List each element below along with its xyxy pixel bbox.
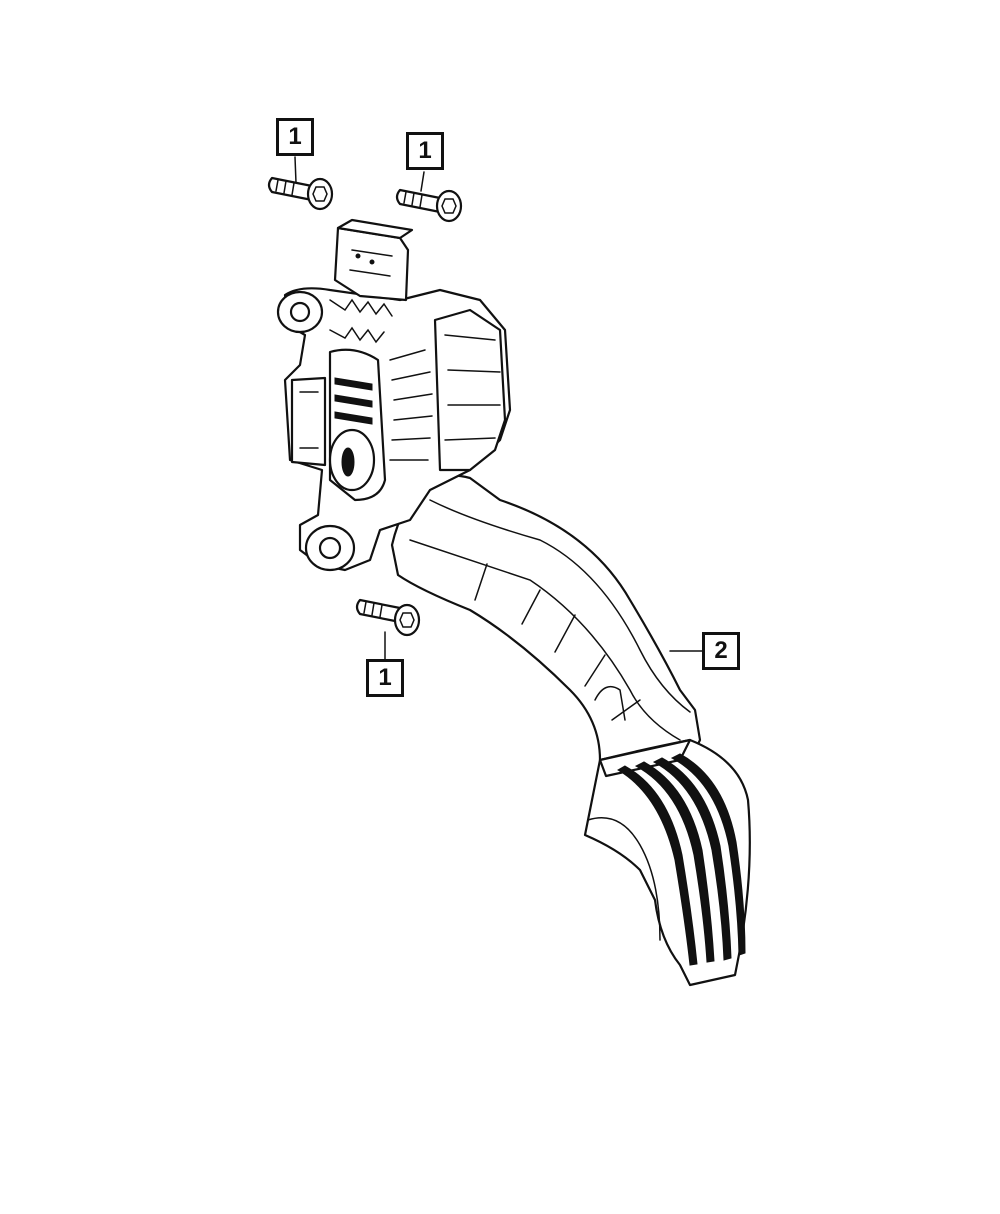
- callout-pedal-assembly: 2: [702, 632, 740, 670]
- pedal-assembly: [276, 218, 751, 987]
- callout-label: 1: [288, 123, 302, 150]
- callout-label: 1: [418, 137, 432, 164]
- bolt-bottom: [355, 598, 421, 637]
- sensor-housing: [276, 218, 512, 572]
- bolt-top-right: [395, 188, 463, 223]
- bolt-top-left: [267, 176, 334, 211]
- callout-bolt-top-right: 1: [406, 132, 444, 170]
- leader-lines: [294, 156, 703, 660]
- callout-label: 2: [714, 637, 728, 664]
- callout-bolt-bottom: 1: [366, 659, 404, 697]
- callout-bolt-top-left: 1: [276, 118, 314, 156]
- pedal-arm: [390, 474, 702, 792]
- callout-label: 1: [378, 664, 392, 691]
- foot-pad: [583, 738, 751, 987]
